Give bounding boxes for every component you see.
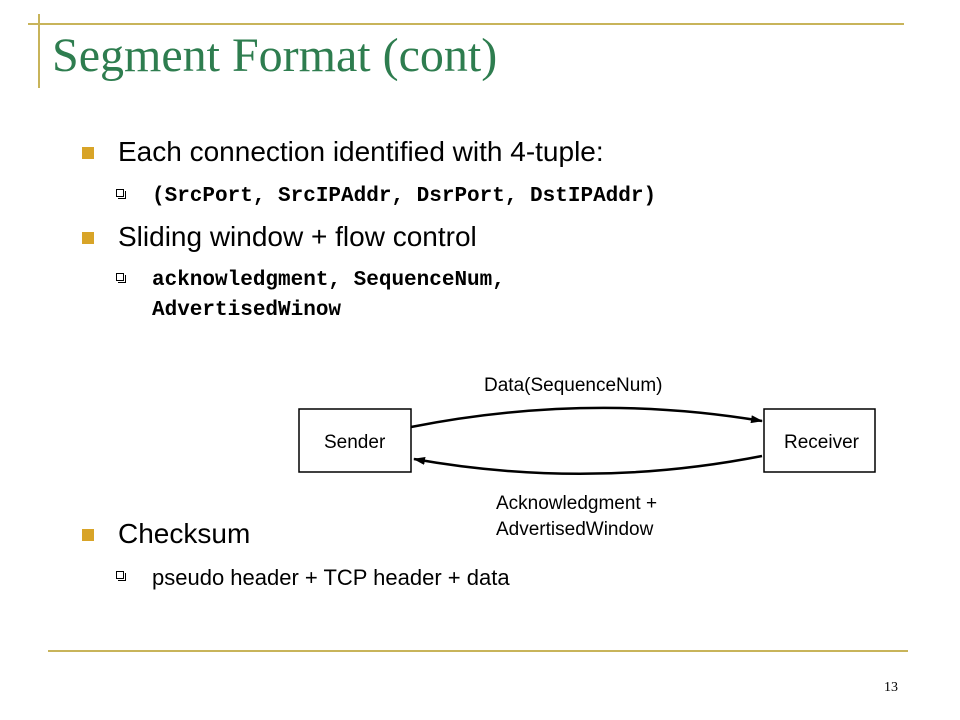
square-bullet-icon [82, 232, 94, 244]
ack-arrow [413, 454, 763, 476]
data-label: Data(SequenceNum) [484, 375, 662, 396]
sub-bullet-text-line2: AdvertisedWinow [152, 299, 342, 322]
ack-label-line2: AdvertisedWindow [496, 519, 654, 540]
hollow-square-bullet-icon [116, 189, 126, 199]
sender-box [298, 408, 412, 473]
bullet-text: Checksum [118, 518, 251, 549]
bullet-text: Each connection identified with 4-tuple: [118, 136, 604, 167]
hollow-square-bullet-icon [116, 571, 126, 581]
receiver-label: Receiver [784, 432, 860, 453]
receiver-box [763, 408, 876, 473]
hollow-square-bullet-icon [116, 273, 126, 283]
top-rule [28, 23, 904, 25]
bullet-text: Sliding window + flow control [118, 221, 477, 252]
ack-label-line1: Acknowledgment + [496, 493, 657, 514]
data-arrow [410, 406, 763, 429]
sub-bullet-text-line1: acknowledgment, SequenceNum, [152, 269, 505, 292]
bottom-rule [48, 650, 908, 652]
sub-bullet-text: pseudo header + TCP header + data [152, 565, 510, 590]
square-bullet-icon [82, 147, 94, 159]
slide-title: Segment Format (cont) [52, 29, 498, 82]
left-rule [38, 14, 40, 88]
page-number: 13 [884, 680, 898, 695]
sender-label: Sender [324, 432, 386, 453]
square-bullet-icon [82, 529, 94, 541]
sub-bullet-text: (SrcPort, SrcIPAddr, DsrPort, DstIPAddr) [152, 185, 657, 208]
